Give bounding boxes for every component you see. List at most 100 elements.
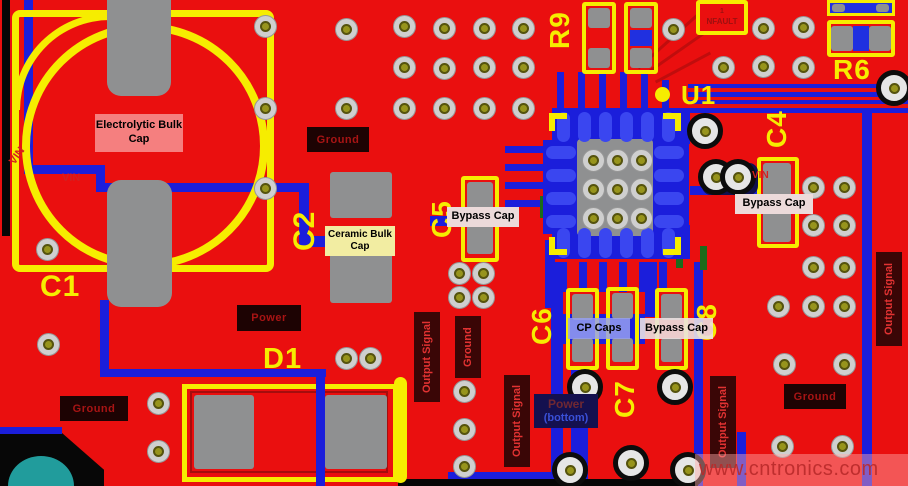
via — [801, 255, 825, 279]
trace-segment — [448, 472, 578, 480]
via — [358, 346, 382, 370]
callout-ceramic-bulk-cap: Ceramic Bulk Cap — [325, 226, 395, 256]
via — [392, 14, 416, 38]
c2-pad-bottom — [330, 252, 392, 303]
r9-resistor-a — [582, 2, 616, 74]
via — [511, 55, 535, 79]
via — [472, 16, 496, 40]
trace-segment — [619, 262, 627, 292]
via — [471, 285, 495, 309]
via — [801, 175, 825, 199]
c8-pad-bottom — [661, 338, 682, 362]
via — [832, 352, 856, 376]
trace-segment — [299, 236, 333, 247]
refdes-r6: R6 — [833, 54, 871, 85]
via — [751, 54, 775, 78]
via-dark-ring — [670, 452, 706, 486]
via — [471, 261, 495, 285]
u1-corner-mark-br — [663, 237, 681, 255]
c5-pad-bottom — [467, 224, 493, 254]
u1-pin-pad — [578, 228, 591, 258]
via — [801, 294, 825, 318]
trace-segment — [737, 432, 746, 486]
via — [832, 294, 856, 318]
power-bottom-line2: (bottom) — [543, 411, 589, 424]
trace-segment — [100, 369, 326, 377]
via — [334, 346, 358, 370]
via — [511, 16, 535, 40]
via — [830, 434, 854, 458]
r9a-pad-bottom — [588, 48, 610, 68]
callout-output-signal-2: Output Signal — [504, 375, 530, 467]
trace-segment — [299, 183, 309, 245]
via — [832, 175, 856, 199]
u1-pin-pad — [654, 169, 684, 182]
u1-pin-pad — [546, 192, 576, 205]
c4-pad-top — [763, 163, 791, 197]
trace-segment — [599, 72, 606, 114]
u1-pin-pad — [599, 112, 612, 142]
r6-component-a — [827, 0, 895, 16]
u1-pin-pad — [599, 228, 612, 258]
r9b-pad-top — [630, 8, 652, 28]
refdes-u1: U1 — [681, 80, 717, 110]
trace-segment — [659, 262, 667, 292]
vin-net-label-rotated: VIN — [6, 145, 28, 167]
power-bottom-line1: Power — [547, 396, 584, 411]
u1-pin-pad — [578, 112, 591, 142]
d1-inner-outline — [190, 391, 388, 473]
callout-ground-left: Ground — [60, 396, 128, 421]
via — [146, 391, 170, 415]
via-dark-ring — [720, 159, 756, 195]
refdes-d1: D1 — [263, 343, 303, 375]
refdes-c4: C4 — [761, 110, 792, 148]
via — [452, 417, 476, 441]
via — [605, 148, 629, 172]
callout-cp-caps: CP Caps — [568, 318, 630, 339]
c7-pad-bottom — [612, 338, 633, 362]
r6a-pad-right — [876, 4, 889, 12]
u1-pin1-dot — [655, 87, 670, 102]
trace-segment — [559, 262, 567, 292]
u1-pin-pad — [641, 228, 654, 258]
u1-pin-pad — [620, 112, 633, 142]
via — [511, 96, 535, 120]
c8-pad-top — [661, 294, 682, 320]
via — [791, 15, 815, 39]
trace-segment — [557, 72, 564, 114]
u1-corner-mark-tl — [549, 113, 567, 131]
trace-segment — [579, 262, 587, 292]
trace-segment — [0, 427, 62, 434]
via-dark-ring — [613, 445, 649, 481]
via — [605, 206, 629, 230]
r6-component-b — [827, 20, 895, 57]
via — [334, 17, 358, 41]
via — [447, 261, 471, 285]
r9b-pad-bottom — [630, 48, 652, 68]
via — [629, 206, 653, 230]
trace-segment — [862, 112, 872, 486]
via — [581, 177, 605, 201]
callout-bypass-cap-c5: Bypass Cap — [447, 207, 519, 227]
nfault-pin-number: 1 — [720, 8, 724, 16]
r6b-body — [853, 26, 869, 51]
via — [36, 332, 60, 356]
via — [766, 294, 790, 318]
via — [751, 16, 775, 40]
callout-ground-top: Ground — [307, 127, 369, 152]
callout-ground-right: Ground — [784, 384, 846, 409]
via — [581, 206, 605, 230]
trace-segment — [688, 104, 908, 108]
via — [801, 213, 825, 237]
via — [35, 237, 59, 261]
trace-segment — [694, 262, 703, 486]
via — [472, 96, 496, 120]
callout-bypass-cap-c8: Bypass Cap — [640, 318, 713, 339]
refdes-c1: C1 — [40, 270, 81, 303]
via-dark-ring — [552, 452, 588, 486]
refdes-c2: C2 — [288, 210, 321, 252]
trace-segment — [688, 88, 908, 92]
trace-segment — [316, 369, 325, 486]
trace-segment — [676, 252, 683, 268]
